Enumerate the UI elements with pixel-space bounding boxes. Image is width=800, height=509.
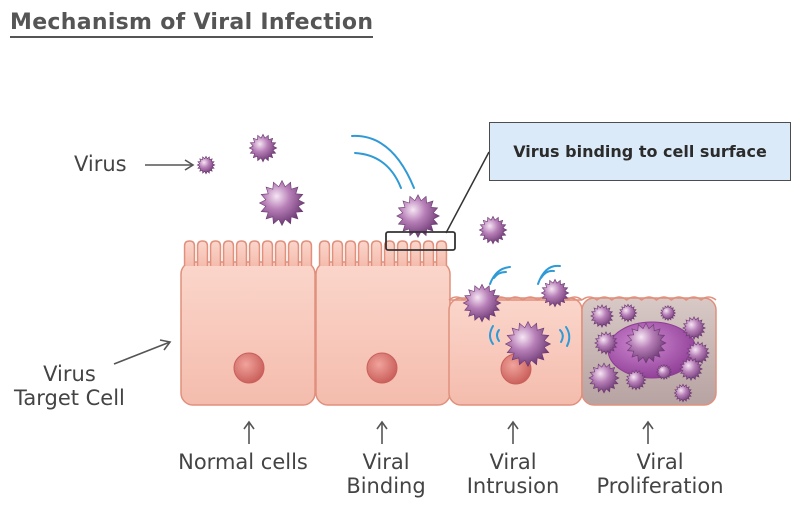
virus-particle <box>504 320 552 368</box>
virus-label: Virus <box>74 152 127 176</box>
microvillus <box>248 240 261 266</box>
stage-label-normal-cells: Normal cells <box>166 450 320 474</box>
cell-binding <box>315 240 451 406</box>
diagram-title: Mechanism of Viral Infection <box>10 10 374 38</box>
virus-particle <box>540 278 570 308</box>
microvillus <box>331 240 344 266</box>
stage-label-line: Viral <box>362 450 410 474</box>
virus-particles <box>196 133 710 403</box>
microvillus <box>196 240 209 266</box>
binding-callout: Virus binding to cell surface <box>489 122 791 181</box>
virus-particle <box>679 357 703 381</box>
microvillus <box>370 240 383 266</box>
microvillus <box>409 240 422 266</box>
microvillus <box>357 240 370 266</box>
virus-particle <box>655 363 673 381</box>
microvillus <box>274 240 287 266</box>
virus-particle <box>590 304 614 328</box>
virus-particle <box>673 383 693 403</box>
virus-particle <box>462 283 502 323</box>
virus-particle <box>258 179 306 227</box>
virus-particle <box>682 316 706 340</box>
target-cell-label-line: Virus <box>43 362 96 386</box>
microvillus <box>261 240 274 266</box>
microvillus <box>235 240 248 266</box>
stage-label-line: Viral <box>636 450 684 474</box>
stage-label-line: Viral <box>489 450 537 474</box>
microvillus <box>300 240 313 266</box>
target-cell-label-line: Target Cell <box>14 386 125 410</box>
microvillus <box>318 240 331 266</box>
callout-connector <box>445 151 490 234</box>
virus-particle <box>588 362 620 394</box>
virus-particle <box>248 133 278 163</box>
stage-label-viral-intrusion: Viral Intrusion <box>450 450 576 498</box>
microvillus <box>209 240 222 266</box>
microvillus <box>396 240 409 266</box>
stage-label-line: Binding <box>346 474 426 498</box>
cell-normal <box>180 240 316 406</box>
motion-lines <box>351 134 571 347</box>
nucleus <box>366 352 398 384</box>
stage-label-viral-proliferation: Viral Proliferation <box>580 450 740 498</box>
virus-particle <box>478 215 508 245</box>
target-cell-arrow <box>113 339 172 365</box>
microvillus <box>383 240 396 266</box>
microvillus <box>287 240 300 266</box>
microvillus <box>183 240 196 266</box>
microvillus <box>422 240 435 266</box>
virus-particle <box>625 369 647 391</box>
microvillus <box>435 240 448 266</box>
binding-highlight-box <box>385 231 456 251</box>
virus-particle <box>686 341 710 365</box>
virus-particle <box>196 155 216 175</box>
stage-label-line: Intrusion <box>466 474 560 498</box>
stage-label-viral-binding: Viral Binding <box>334 450 438 498</box>
microvillus <box>344 240 357 266</box>
virus-particle <box>659 304 677 322</box>
virus-particle <box>618 303 638 323</box>
virus-particle <box>396 194 440 238</box>
microvillus <box>222 240 235 266</box>
virus-particle <box>594 331 618 355</box>
virus-label-arrow <box>145 159 195 171</box>
stage-label-line: Proliferation <box>596 474 724 498</box>
nucleus <box>233 352 265 384</box>
stage-label-line: Normal cells <box>178 450 308 474</box>
virus-particle <box>625 322 667 364</box>
target-cell-label: Virus Target Cell <box>14 362 125 410</box>
